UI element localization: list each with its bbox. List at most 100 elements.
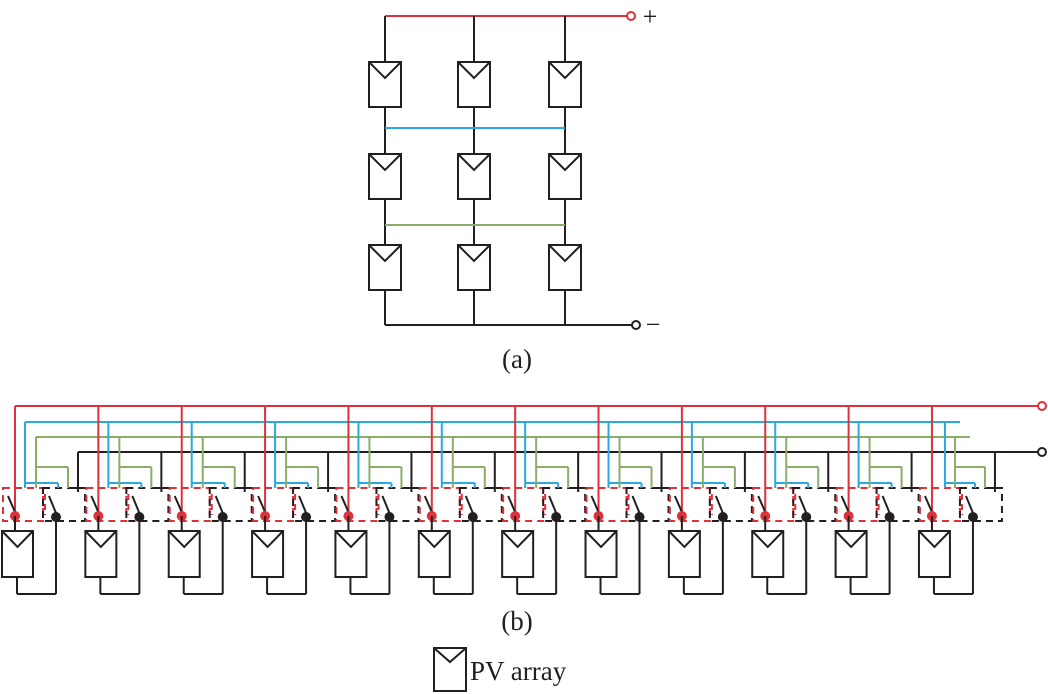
caption-a: (a) [502, 344, 532, 374]
panel-body [1, 530, 34, 578]
positive-switch-blade [340, 495, 350, 513]
negative-terminal-label: − [646, 310, 661, 339]
pv-panel [917, 530, 951, 578]
switch-module [334, 406, 420, 595]
negative-switch-box [792, 487, 837, 522]
panel-glyph [834, 530, 868, 549]
positive-terminal-icon [1037, 401, 1047, 411]
positive-switch-blade [924, 495, 933, 513]
legend: PV array [433, 647, 567, 692]
negative-switch-blade [381, 495, 391, 514]
positive-switch-box [418, 487, 461, 522]
panel-body [751, 530, 785, 578]
negative-switch-blade [48, 495, 57, 514]
positive-switch-box [918, 487, 961, 522]
panel-glyph [84, 530, 118, 549]
panel-glyph [368, 153, 402, 172]
panel-glyph [251, 530, 284, 549]
panel-glyph [548, 61, 582, 80]
part-b-switched-array [1, 401, 1047, 595]
panel-glyph [668, 530, 701, 549]
negative-terminal-icon [631, 320, 641, 330]
positive-switch-blade [90, 495, 100, 513]
pv-panel [1, 530, 34, 578]
panel-glyph [457, 61, 491, 80]
switch-module [501, 406, 587, 595]
panel-body [457, 153, 491, 200]
negative-switch-blade [298, 495, 308, 514]
panel-body [667, 530, 701, 578]
negative-switch-box [458, 487, 503, 522]
panel-body [501, 530, 535, 578]
negative-switch-box [625, 487, 670, 522]
pv-panel [84, 530, 118, 578]
pv-panel [751, 530, 785, 578]
panel-glyph [751, 530, 784, 549]
negative-switch-blade [131, 495, 141, 514]
positive-switch-box [835, 487, 878, 522]
pv-panel [834, 530, 868, 578]
panel-body [917, 530, 951, 578]
negative-switch-box [875, 487, 920, 522]
panel-body [368, 153, 402, 200]
panel-glyph [501, 530, 534, 549]
switch-module [1, 406, 86, 595]
panel-glyph [548, 153, 582, 172]
pv-array-icon [433, 647, 467, 692]
pv-panel [457, 244, 491, 291]
positive-switch-blade [590, 495, 600, 513]
pv-panel [368, 244, 402, 291]
panel-glyph [457, 153, 491, 172]
panel-body [548, 61, 582, 108]
panel-glyph [548, 244, 582, 263]
positive-switch-box [752, 487, 795, 522]
switch-module [667, 406, 753, 595]
negative-switch-blade [631, 495, 641, 514]
pv-panel [334, 530, 368, 578]
panel-body [251, 530, 285, 578]
pv-panel [667, 530, 701, 578]
positive-switch-blade [840, 495, 850, 513]
positive-switch-box [502, 487, 545, 522]
negative-switch-blade [881, 495, 891, 514]
pv-panel [548, 244, 582, 291]
positive-switch-box [335, 487, 378, 522]
panel-glyph [1, 530, 34, 549]
pv-panel [251, 530, 285, 578]
switch-module [917, 406, 1003, 595]
caption-b: (b) [501, 606, 532, 636]
panel-body [457, 244, 491, 291]
switch-module [167, 406, 253, 595]
panel-body [334, 530, 368, 578]
negative-switch-blade [548, 495, 558, 514]
pv-panel [167, 530, 201, 578]
panel-glyph [918, 530, 951, 549]
pv-panel [368, 61, 402, 108]
panel-glyph [168, 530, 201, 549]
negative-switch-blade [464, 495, 474, 514]
pv-panel [417, 530, 451, 578]
negative-switch-box [292, 487, 337, 522]
pv-panel [548, 153, 582, 200]
switch-module [584, 406, 670, 595]
positive-switch-box [585, 487, 628, 522]
positive-switch-box [252, 487, 295, 522]
panel-body [84, 530, 118, 578]
panel-body [417, 530, 451, 578]
panel-body [457, 61, 491, 108]
panel-body [584, 530, 618, 578]
panel-body [368, 61, 402, 108]
panel-glyph [457, 244, 491, 263]
negative-switch-box [542, 487, 587, 522]
pv-panel [584, 530, 618, 578]
negative-switch-blade [214, 495, 224, 514]
positive-switch-box [2, 487, 44, 522]
pv-panel [548, 61, 582, 108]
panel-body [834, 530, 868, 578]
pv-panel [457, 153, 491, 200]
positive-switch-blade [173, 495, 183, 513]
negative-switch-box [958, 487, 1003, 522]
switch-module [751, 406, 837, 595]
positive-switch-box [85, 487, 128, 522]
